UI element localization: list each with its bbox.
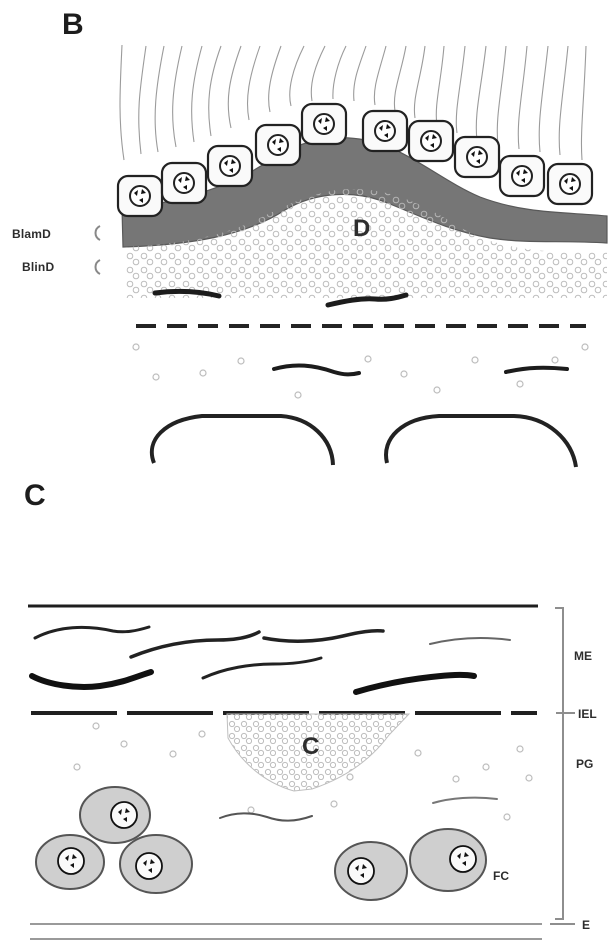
pg-fiber-left — [220, 813, 312, 820]
cluster-label: C — [302, 733, 319, 760]
fc-cells — [36, 787, 486, 900]
elastic-fiber-3 — [274, 365, 359, 374]
me-label: ME — [574, 649, 592, 663]
elastic-fiber-4 — [506, 368, 567, 372]
me-fiber-2 — [131, 632, 259, 657]
panel-b-label: B — [62, 8, 84, 41]
capillary-left — [152, 416, 333, 465]
me-fiber-7 — [356, 675, 474, 692]
blind-label: BlinD — [22, 260, 54, 274]
druse-label: D — [353, 215, 370, 242]
blamd-bracket — [96, 226, 101, 240]
blind-bracket — [96, 260, 101, 274]
panel-c-label: C — [24, 479, 46, 512]
pg-label: PG — [576, 757, 593, 771]
iel-label: IEL — [578, 707, 597, 721]
me-fiber-5 — [32, 672, 151, 687]
panel-b: B — [12, 8, 607, 467]
blamd-label: BlamD — [12, 227, 51, 241]
right-side-bracket — [555, 608, 563, 919]
fc-label: FC — [493, 869, 509, 883]
panel-c: C C — [24, 479, 597, 939]
me-fiber-1 — [35, 627, 149, 638]
me-fiber-3 — [264, 631, 383, 641]
capillary-right — [386, 416, 576, 467]
me-fiber-6 — [203, 658, 321, 678]
e-label: E — [582, 918, 590, 932]
me-fiber-4 — [430, 638, 510, 644]
pg-fiber-right — [433, 798, 497, 803]
